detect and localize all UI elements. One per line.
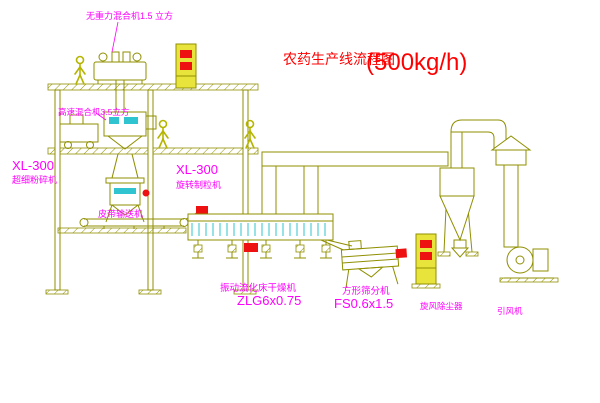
belt-conveyor bbox=[79, 218, 189, 229]
fluid-bed-dryer bbox=[185, 206, 334, 259]
label-sifter-name: 方形筛分机 bbox=[342, 285, 390, 297]
label-cyclone: 旋风除尘器 bbox=[420, 301, 463, 311]
building-structure bbox=[45, 83, 259, 295]
label-sifter-model: FS0.6x1.5 bbox=[334, 296, 393, 311]
label-gravity-mixer: 无重力混合机1.5 立方 bbox=[86, 10, 173, 21]
label-granulator-left-model: XL-300 bbox=[12, 158, 54, 173]
exhaust-duct bbox=[261, 151, 449, 214]
label-fan: 引风机 bbox=[497, 306, 523, 316]
label-dryer-name: 振动流化床干燥机 bbox=[220, 282, 297, 294]
vibration-motor bbox=[244, 243, 258, 252]
label-high-speed-mixer: 高速混合机3.5立方 bbox=[58, 107, 129, 117]
exhaust-stack bbox=[490, 135, 532, 248]
page-title-capacity: (500kg/h) bbox=[366, 49, 467, 76]
cyclone-outlet-pipe bbox=[450, 119, 507, 150]
cyclone-separator bbox=[437, 131, 479, 258]
gravity-mixer bbox=[93, 51, 147, 112]
label-granulator-left-name: 超细粉碎机 bbox=[12, 174, 57, 185]
control-cabinet-right bbox=[411, 233, 441, 289]
control-cabinet-top bbox=[175, 43, 197, 89]
label-dryer-model: ZLG6x0.75 bbox=[237, 293, 301, 308]
leader-line-high-speed-mixer bbox=[95, 112, 107, 121]
worker-figure-top bbox=[74, 55, 86, 85]
leader-line-mixer bbox=[111, 21, 119, 53]
page-title: 农药生产线流程图 bbox=[283, 51, 395, 67]
worker-figure-mid bbox=[157, 119, 169, 149]
label-belt-conveyor: 皮带输送机 bbox=[98, 208, 143, 219]
induced-draft-fan bbox=[499, 246, 559, 283]
pulverizer bbox=[59, 114, 99, 149]
dryer-spring-legs bbox=[192, 240, 332, 259]
label-granulator-mid-name: 旋转制粒机 bbox=[176, 179, 221, 190]
label-granulator-mid-model: XL-300 bbox=[176, 162, 218, 177]
high-speed-mixer bbox=[103, 111, 157, 179]
square-sifter bbox=[320, 239, 408, 288]
